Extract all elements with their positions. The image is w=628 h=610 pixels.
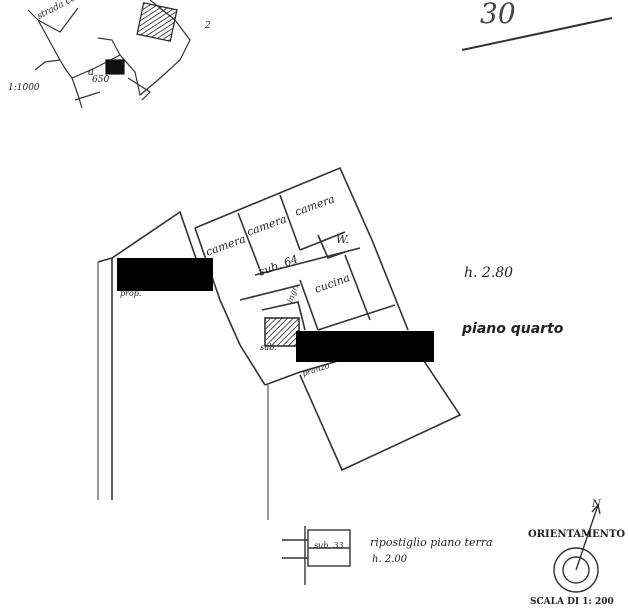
ground-floor-sub: sub. 33 — [314, 541, 344, 550]
keymap-edge-note: 2 — [205, 21, 211, 31]
orientation-title: ORIENTAMENTO — [528, 529, 626, 540]
redaction-box — [117, 258, 213, 291]
ground-floor-plan — [282, 526, 351, 585]
sub-label-2: sub. — [260, 343, 277, 352]
room-proprieta: prop. — [120, 289, 142, 298]
north-label: N — [592, 499, 601, 510]
page-number: 30 — [480, 0, 516, 30]
height-label: h. 2.80 — [464, 265, 514, 281]
room-bagno: W. — [336, 233, 349, 246]
keymap — [27, 0, 191, 109]
floor-label: piano quarto — [462, 321, 564, 337]
compass — [553, 503, 601, 593]
redaction-box — [296, 331, 434, 362]
ground-floor-height: h. 2.00 — [372, 554, 408, 565]
keymap-parcel-letter: a — [88, 67, 94, 78]
scale-label: SCALA DI 1: 200 — [530, 597, 614, 607]
keymap-scale: 1:1000 — [8, 83, 40, 93]
keymap-parcel-number: 650 — [92, 75, 110, 85]
page-number-underline — [461, 17, 613, 51]
ground-floor-label: ripostiglio piano terra — [370, 536, 493, 549]
